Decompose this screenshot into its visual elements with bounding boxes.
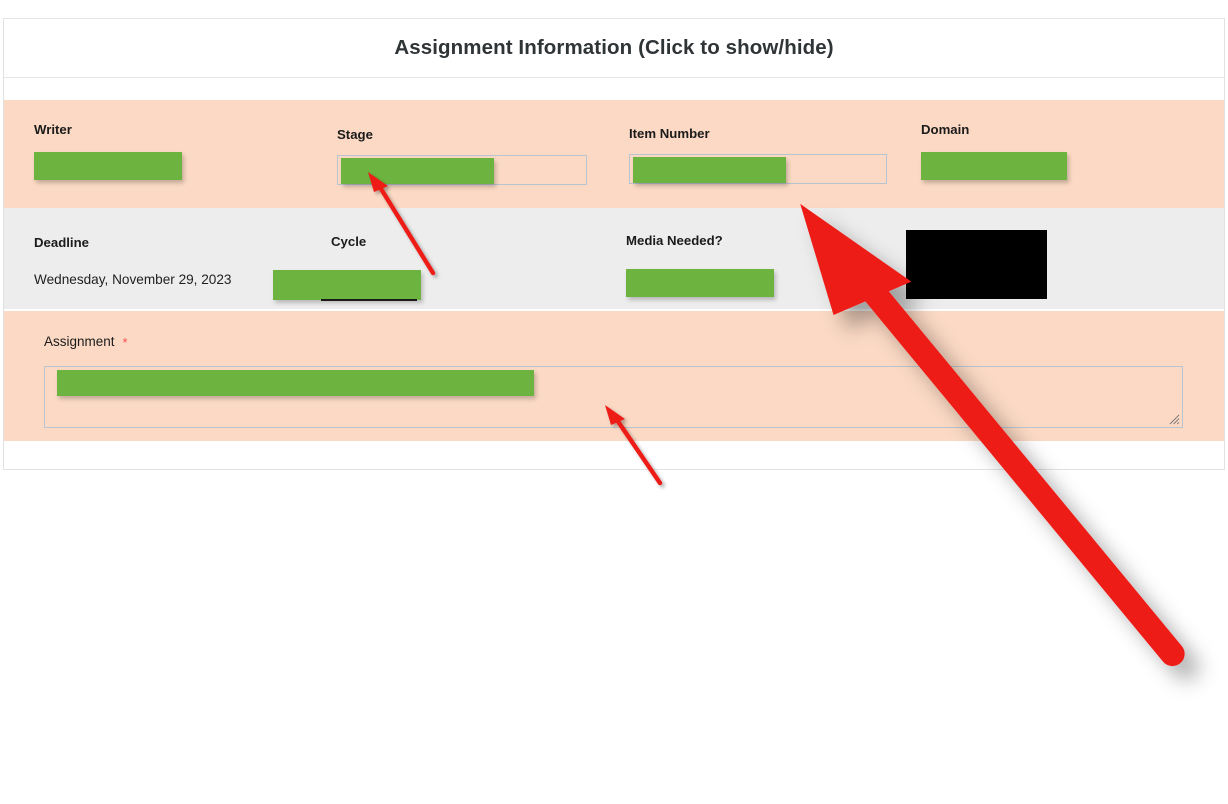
field-cycle-underline (321, 299, 417, 302)
form-row-one: Writer Stage Item Number Domain (4, 100, 1224, 208)
field-domain-redacted-value (921, 152, 1067, 181)
field-assignment-label: Assignment * (44, 335, 1184, 349)
resize-grip-icon[interactable] (1169, 414, 1180, 425)
field-stage-redacted-value (341, 158, 494, 185)
assignment-information-panel: Assignment Information (Click to show/hi… (3, 18, 1225, 470)
field-deadline: Deadline Wednesday, November 29, 2023 (34, 236, 231, 287)
required-asterisk: * (122, 335, 128, 350)
form-row-three: Assignment * (4, 311, 1224, 441)
field-writer-redacted-value (34, 152, 182, 181)
redacted-black-block (906, 230, 1047, 299)
field-media-needed-label: Media Needed? (626, 233, 723, 248)
page-title: Assignment Information (Click to show/hi… (394, 36, 834, 59)
field-writer: Writer (34, 122, 182, 181)
field-domain-label: Domain (921, 122, 970, 137)
field-stage-input[interactable] (337, 155, 587, 186)
field-writer-label: Writer (34, 122, 72, 137)
field-assignment-label-text: Assignment (44, 334, 115, 349)
field-cycle: Cycle (273, 234, 421, 302)
field-deadline-label: Deadline (34, 235, 89, 250)
field-cycle-redacted-value (273, 270, 421, 302)
form-row-two: Deadline Wednesday, November 29, 2023 Cy… (4, 208, 1224, 309)
field-domain: Domain (921, 122, 1067, 181)
field-stage: Stage (337, 127, 587, 186)
field-item-number-redacted-value (633, 157, 786, 184)
field-media-needed-redacted-value (626, 269, 774, 298)
field-item-number-label: Item Number (629, 126, 710, 141)
panel-header-toggle[interactable]: Assignment Information (Click to show/hi… (4, 19, 1224, 78)
field-deadline-value: Wednesday, November 29, 2023 (34, 272, 232, 288)
field-media-needed: Media Needed? (626, 233, 774, 298)
field-stage-label: Stage (337, 127, 373, 142)
field-item-number: Item Number (629, 126, 887, 185)
assignment-textarea[interactable] (44, 365, 1183, 428)
assignment-redacted-value (57, 369, 534, 396)
field-item-number-input[interactable] (629, 154, 887, 185)
field-assignment: Assignment * (44, 335, 1184, 428)
field-cycle-label: Cycle (331, 234, 367, 249)
